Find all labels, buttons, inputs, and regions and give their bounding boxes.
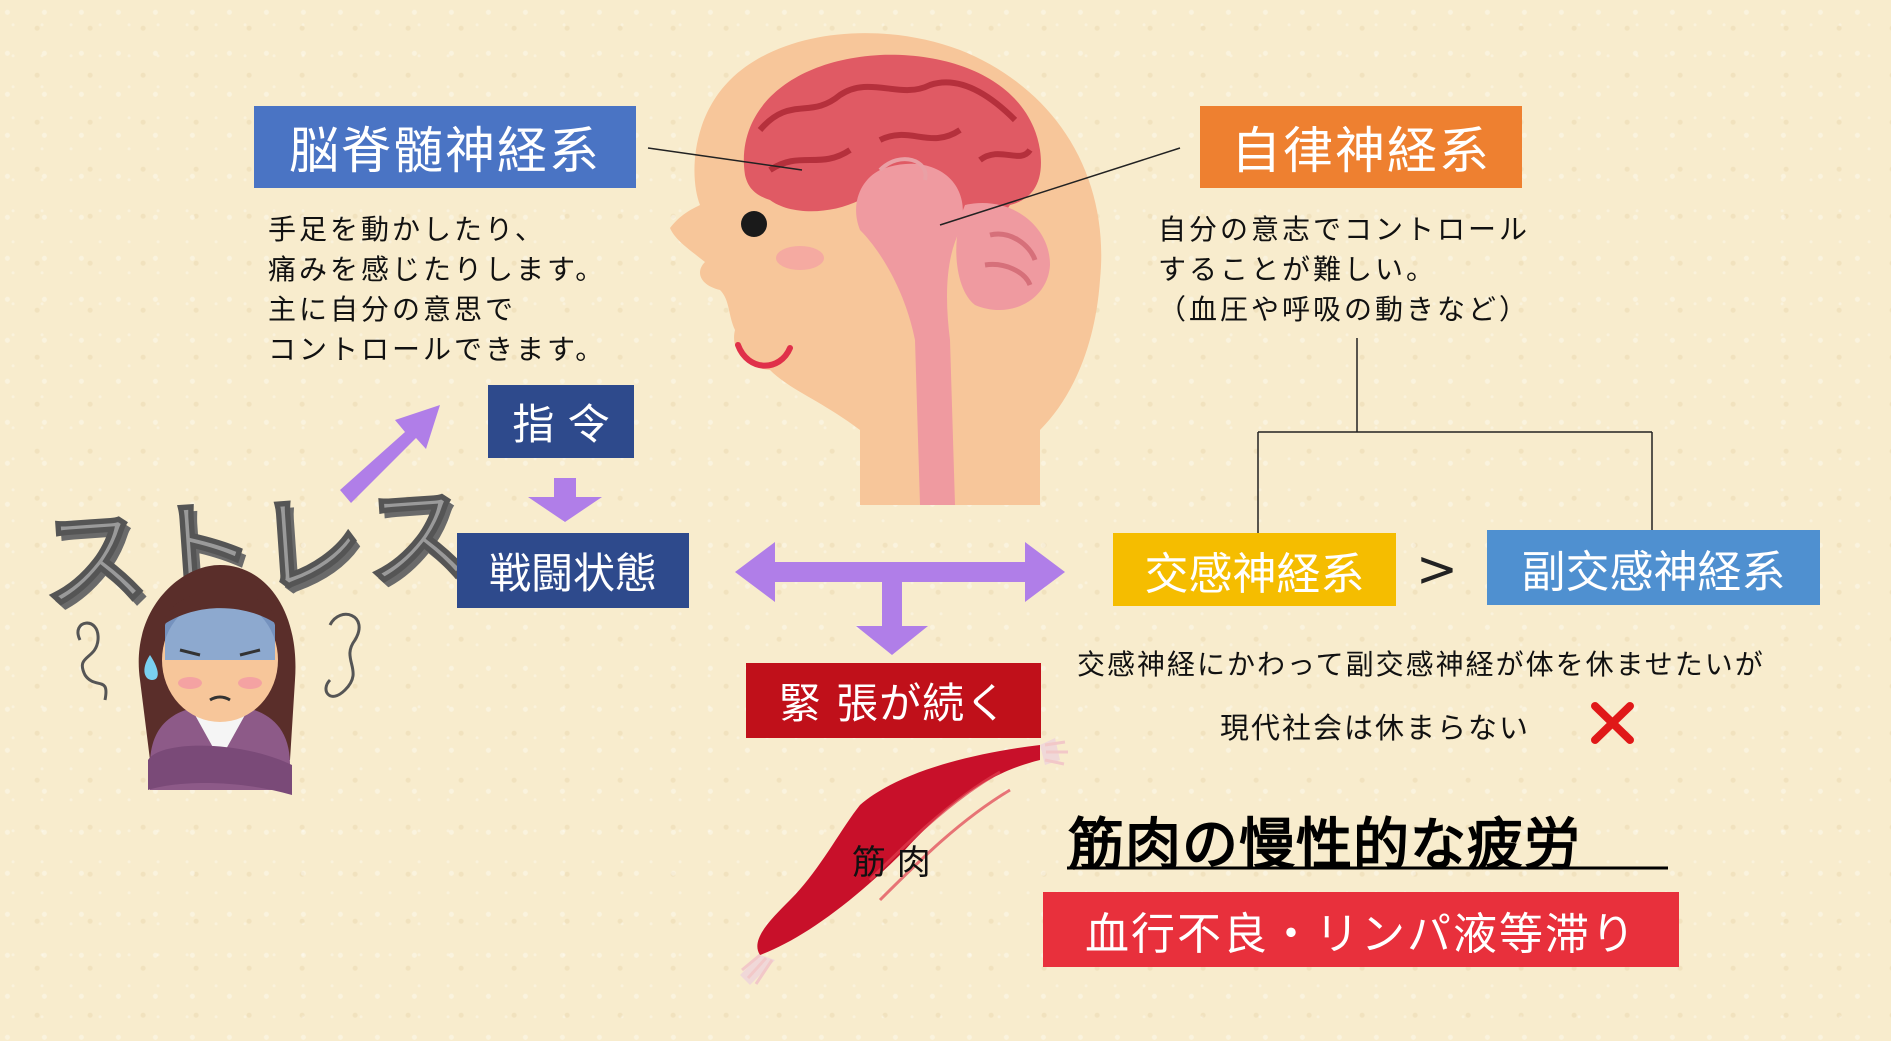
- arrow-battle-to-sympathetic: [735, 542, 1065, 602]
- somatic-title-box: 脳脊髄神経系: [254, 106, 636, 188]
- muscle-label: 筋 肉: [852, 843, 931, 883]
- arrow-command-to-battle: [528, 478, 602, 522]
- somatic-desc-line-2: 痛みを感じたりします。: [268, 253, 607, 286]
- sympathetic-box: 交感神経系: [1113, 533, 1396, 606]
- parasympathetic-box: 副交感神経系: [1487, 530, 1820, 605]
- somatic-desc-line-1: 手足を動かしたり、: [268, 213, 546, 246]
- somatic-pointer-line: [647, 147, 803, 171]
- somatic-description: 手足を動かしたり、 痛みを感じたりします。 主に自分の意思で コントロールできま…: [268, 210, 606, 370]
- tension-box: 緊 張が続く: [746, 663, 1041, 738]
- note-line-1: 交感神経にかわって副交感神経が体を休ませたいが: [1077, 648, 1765, 681]
- battle-state-box: 戦闘状態: [457, 533, 689, 608]
- autonomic-desc-line-2: することが難しい。: [1158, 253, 1438, 286]
- somatic-desc-line-3: 主に自分の意思で: [268, 293, 517, 326]
- autonomic-desc-line-3: （血圧や呼吸の動きなど）: [1158, 293, 1531, 326]
- muscle-illustration: [740, 738, 1068, 985]
- autonomic-branch-lines: [1257, 338, 1653, 533]
- somatic-desc-line-4: コントロールできます。: [268, 333, 607, 366]
- autonomic-description: 自分の意志でコントロール することが難しい。 （血圧や呼吸の動きなど）: [1158, 210, 1530, 330]
- flow-arrows: [340, 405, 1065, 655]
- autonomic-pointer-line: [939, 147, 1181, 226]
- arrow-to-tension: [856, 582, 928, 655]
- fatigue-subtitle-box: 血行不良・リンパ液等滞り: [1043, 892, 1679, 967]
- autonomic-title-box: 自律神経系: [1200, 106, 1522, 188]
- cross-mark-icon: [1591, 702, 1634, 744]
- head-brain-illustration: [670, 33, 1102, 505]
- fatigue-title: 筋肉の慢性的な疲労: [1068, 813, 1581, 878]
- note-line-2: 現代社会は休まらない: [1220, 711, 1531, 745]
- autonomic-desc-line-1: 自分の意志でコントロール: [1158, 213, 1531, 246]
- greater-than-sign: >: [1416, 540, 1458, 598]
- stress-person-illustration: ストレス ストレス: [35, 471, 480, 795]
- command-box: 指 令: [488, 385, 634, 458]
- arrow-stress-to-command: [340, 405, 440, 503]
